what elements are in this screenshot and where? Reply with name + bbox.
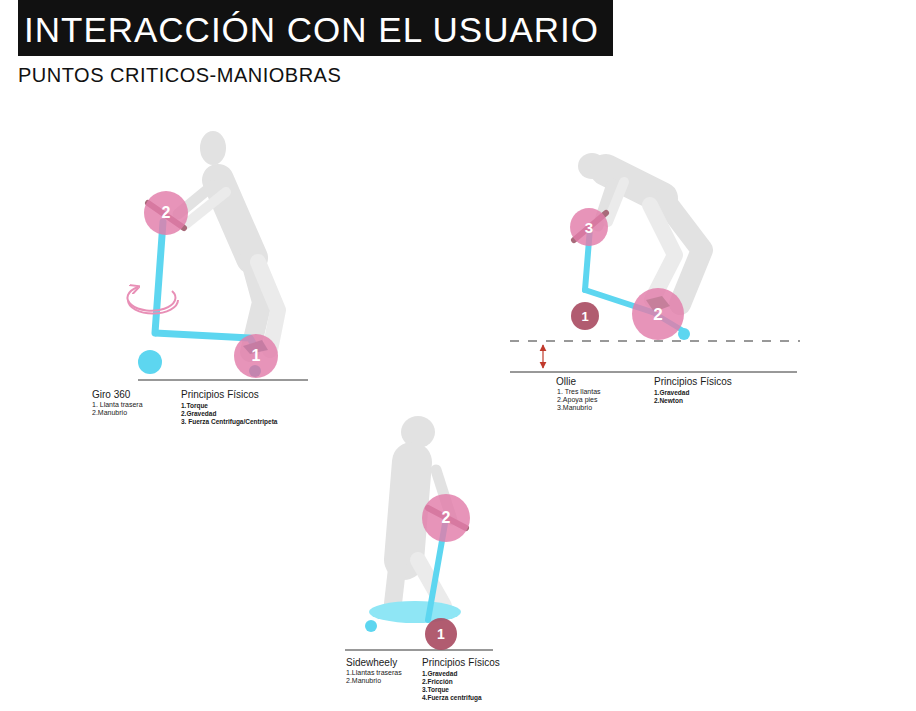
callout-circle: 1 — [571, 302, 599, 330]
jump-height-line — [510, 341, 800, 342]
principle-item: 4.Fuerza centrifuga — [422, 694, 482, 701]
part-item: 1.Llantas traseras — [346, 669, 402, 677]
title-band: INTERACCIÓN CON EL USUARIO — [18, 0, 613, 56]
callout-number: 1 — [581, 310, 588, 323]
principle-item: 2.Newton — [654, 397, 683, 404]
rider-silhouette — [178, 131, 278, 352]
principle-item: 1.Torque — [181, 402, 208, 409]
ground-line — [345, 650, 493, 651]
section-heading: Principios Físicos — [422, 657, 500, 669]
front-wheel — [138, 350, 162, 374]
rider-torso — [404, 462, 412, 560]
ground-line — [510, 372, 797, 373]
callout-number: 2 — [442, 510, 451, 526]
rear-wheel — [678, 328, 690, 340]
callout-number: 1 — [437, 627, 445, 641]
part-item: 3.Manubrio — [557, 404, 592, 412]
callout-number: 2 — [162, 205, 171, 221]
height-arrow — [542, 345, 543, 368]
principle-item: 1.Gravedad — [654, 389, 689, 396]
callout-circle: 3 — [570, 208, 608, 246]
part-item: 1. Tres llantas — [557, 388, 601, 396]
callout-circle: 2 — [422, 494, 470, 542]
rider-leg — [650, 205, 675, 300]
callout-circle: 2 — [632, 288, 684, 340]
callout-circle: 1 — [234, 334, 278, 378]
callout-number: 2 — [653, 306, 662, 323]
rear-wheel — [365, 620, 377, 632]
maneuver-name: Giro 360 — [92, 389, 130, 401]
section-heading: Principios Físicos — [181, 389, 259, 401]
ground-line — [138, 380, 308, 381]
principle-item: 3. Fuerza Centrifuga/Centripeta — [181, 418, 277, 425]
principle-item: 3.Torque — [422, 686, 449, 693]
rider-head — [200, 131, 226, 165]
principle-item: 2.Gravedad — [181, 410, 216, 417]
part-item: 2.Manubrio — [346, 677, 381, 685]
section-heading: Principios Físicos — [654, 376, 732, 388]
callout-circle: 1 — [425, 618, 457, 650]
maneuver-name: Sidewheely — [346, 657, 397, 669]
maneuver-name: Ollie — [556, 376, 576, 388]
callout-number: 3 — [585, 220, 593, 235]
rotation-arrow — [128, 300, 178, 314]
scooter-stem — [155, 222, 163, 333]
rider-arm — [186, 192, 226, 224]
part-item: 2.Apoya pies — [557, 396, 597, 404]
callout-number: 1 — [252, 348, 261, 364]
principle-item: 1.Gravedad — [422, 670, 457, 677]
principle-item: 2.Fricción — [422, 678, 453, 685]
rider-arm — [608, 182, 624, 222]
part-item: 1. Llanta trasera — [92, 401, 143, 409]
part-item: 2.Manubrio — [92, 409, 127, 417]
subtitle: PUNTOS CRITICOS-MANIOBRAS — [18, 64, 341, 87]
callout-circle: 2 — [144, 191, 188, 235]
rotation-arrow — [127, 287, 175, 311]
